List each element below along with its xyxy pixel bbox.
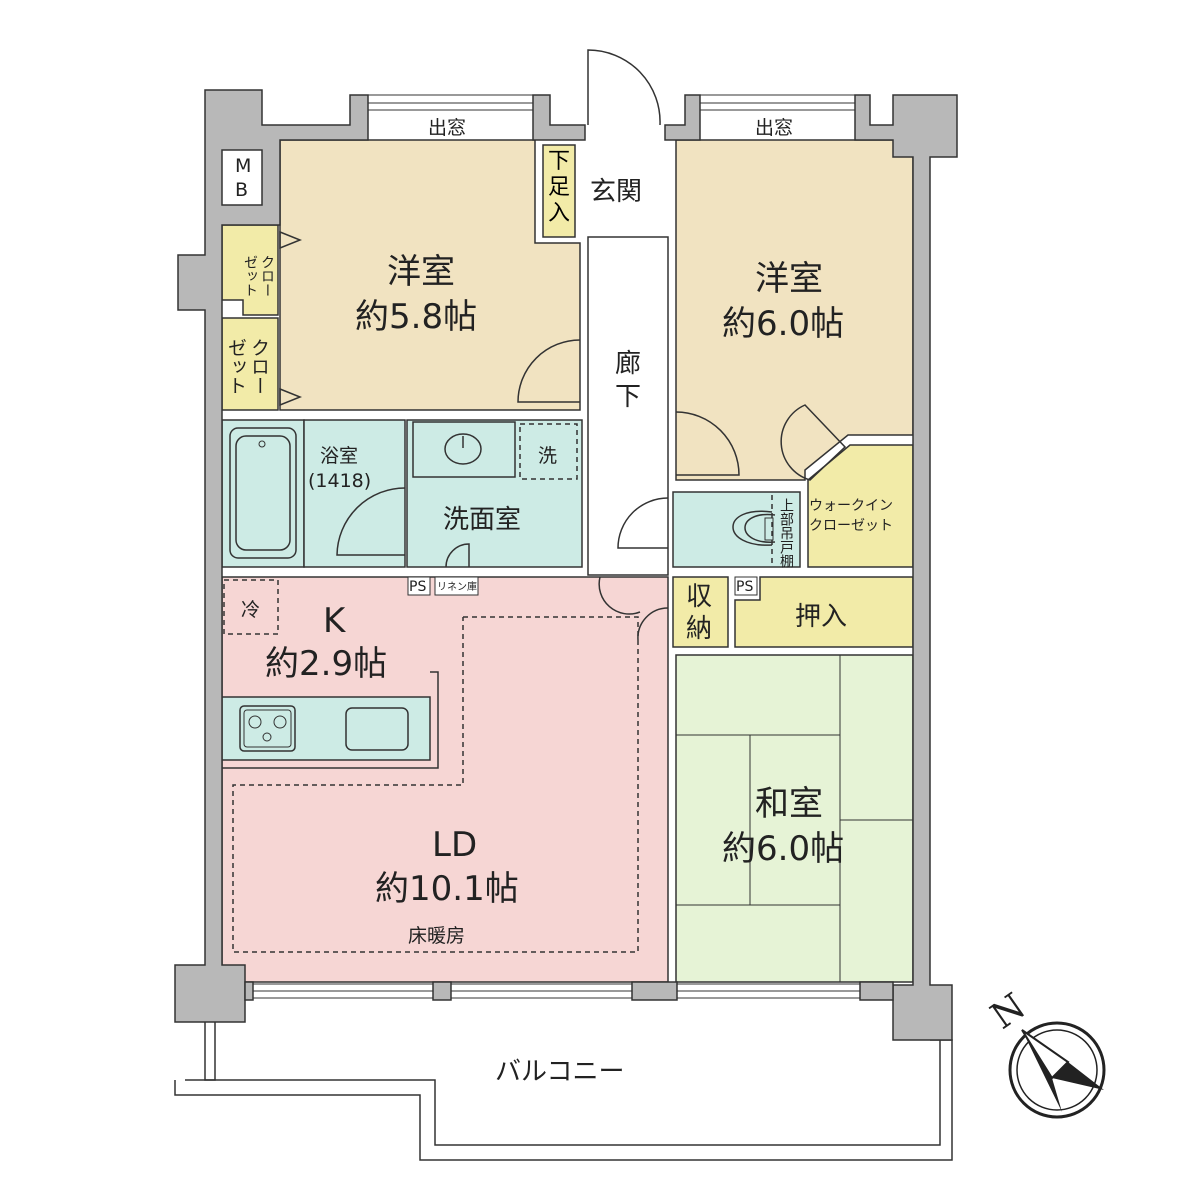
storage-label-2: 納 [686, 614, 712, 644]
room-washitsu [675, 654, 914, 983]
linen-label: リネン庫 [437, 580, 477, 593]
bathtub-icon [229, 427, 297, 559]
wic-label-1: ウォークイン [809, 498, 893, 514]
bathtub-drain-icon [258, 440, 266, 448]
ps-label-2: PS [736, 579, 753, 595]
toilet [672, 491, 801, 568]
closet-a-label-2: ゼット [242, 255, 258, 297]
closet-lower [221, 317, 279, 411]
k-name: K [323, 601, 347, 641]
toilet-icon [732, 495, 776, 567]
storage [672, 576, 729, 648]
hallway-label-1: 廊 [615, 349, 641, 379]
storage-label-1: 収 [686, 582, 712, 612]
closet-a-label-1: クロー [259, 255, 275, 297]
western1-size: 約5.8帖 [355, 297, 477, 337]
toilet-shelf-char: 棚 [778, 554, 794, 568]
western2-size: 約6.0帖 [722, 304, 844, 344]
bath-size: (1418) [308, 470, 371, 492]
windows [252, 94, 861, 999]
shoe-label-3: 入 [548, 201, 570, 226]
shoe-label-1: 下 [548, 149, 570, 174]
linen-cabinet [434, 576, 479, 596]
western2-name: 洋室 [755, 259, 823, 299]
washer-label: 洗 [538, 445, 557, 467]
meter-box [221, 149, 263, 206]
oshiire-label: 押入 [795, 602, 847, 632]
entrance-label: 玄関 [590, 177, 642, 207]
k-size: 約2.9帖 [265, 644, 387, 684]
sink-icon [412, 421, 516, 478]
walls [174, 89, 958, 1041]
compass-icon: N [984, 986, 1106, 1119]
balcony: バルコニー [174, 1000, 953, 1161]
north-label: N [984, 986, 1033, 1038]
western1-name: 洋室 [387, 252, 455, 292]
walk-in-closet [807, 444, 914, 568]
floor-heating-area [232, 616, 639, 953]
washer-space [519, 423, 578, 480]
closet-b-label-1: クロー [248, 338, 270, 395]
ps-label-1: PS [409, 579, 426, 595]
floor-heating-label: 床暖房 [408, 925, 465, 947]
toilet-shelf-char: 吊 [778, 526, 794, 541]
mb-label-m: M [235, 155, 251, 177]
balcony-label: バルコニー [495, 1057, 624, 1087]
toilet-shelf-label: 上部吊戸棚 [778, 498, 794, 568]
toilet-shelf-char: 部 [778, 512, 794, 526]
toilet-shelf-char: 戸 [778, 540, 794, 554]
fridge-space [223, 579, 279, 635]
ps-box-1 [407, 576, 431, 596]
doors [279, 49, 847, 641]
fridge-label: 冷 [241, 599, 260, 621]
washitsu-size: 約6.0帖 [722, 829, 844, 869]
washroom-label: 洗面室 [443, 505, 521, 535]
kitchen-sink-icon [345, 707, 409, 751]
bathroom [303, 419, 406, 568]
room-ld [221, 576, 669, 983]
mb-label-b: B [235, 179, 248, 201]
stove-icon [239, 705, 296, 752]
closet-b-label-2: ゼット [225, 338, 247, 395]
ps-box-2 [734, 576, 758, 596]
shoe-label-2: 足 [548, 175, 570, 200]
ld-size: 約10.1帖 [375, 869, 519, 909]
shoe-cabinet [542, 144, 576, 238]
wic-label-2: クローゼット [809, 518, 893, 534]
toilet-shelf-char: 上 [778, 498, 794, 512]
basin-icon [444, 433, 482, 465]
washitsu-name: 和室 [755, 784, 823, 824]
tatami-lines [676, 655, 913, 982]
hallway-label-2: 下 [615, 382, 641, 412]
bay-window-label-2: 出窓 [755, 117, 793, 139]
bay-window-label-1: 出窓 [428, 117, 466, 139]
bath-name: 浴室 [320, 445, 358, 467]
ld-name: LD [432, 825, 477, 865]
bathtub-inner [235, 435, 291, 551]
